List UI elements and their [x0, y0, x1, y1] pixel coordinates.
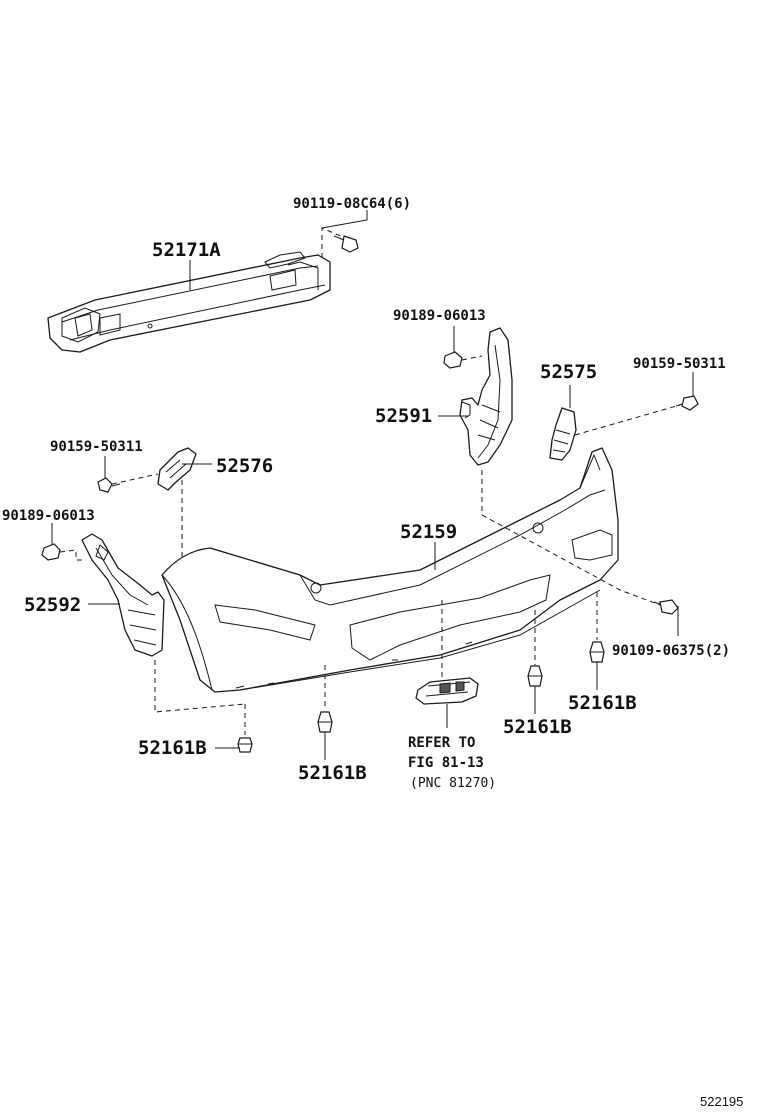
label-retainer-right: 52575 — [540, 361, 597, 383]
reference-line-3: (PNC 81270) — [410, 776, 496, 791]
clip-d-icon[interactable] — [589, 641, 605, 690]
label-clip-b: 52161B — [298, 762, 367, 784]
bumper-reinforcement[interactable] — [47, 251, 331, 353]
label-reinforcement: 52171A — [152, 239, 221, 261]
label-bolt-reinforcement: 90119-08C64(6) — [293, 196, 411, 212]
label-clip-c: 52161B — [503, 716, 572, 738]
label-nut-left: 90189-06013 — [2, 508, 95, 524]
clip-a-icon[interactable] — [237, 737, 253, 753]
label-clip-d: 52161B — [568, 692, 637, 714]
reference-line-1: REFER TO — [408, 735, 475, 751]
label-bumper-cover: 52159 — [400, 521, 457, 543]
label-screw-right: 90159-50311 — [633, 356, 726, 372]
label-clip-a: 52161B — [138, 737, 207, 759]
figure-id: 522195 — [700, 1094, 743, 1109]
label-retainer-left: 52576 — [216, 455, 273, 477]
screw-left-icon[interactable] — [97, 473, 159, 493]
clip-c-icon[interactable] — [527, 665, 543, 714]
reference-line-2: FIG 81-13 — [408, 755, 484, 771]
nut-right-icon[interactable] — [443, 351, 483, 369]
retainer-right[interactable] — [549, 404, 681, 461]
bracket-left[interactable] — [81, 533, 165, 657]
label-nut-right: 90189-06013 — [393, 308, 486, 324]
screw-right-icon[interactable] — [675, 395, 699, 411]
license-lamp[interactable] — [415, 677, 479, 728]
bolt-reinforcement-icon[interactable] — [321, 227, 359, 258]
retainer-left[interactable] — [157, 447, 197, 491]
label-screw-left: 90159-50311 — [50, 439, 143, 455]
nut-left-icon[interactable] — [41, 543, 86, 561]
label-bracket-left: 52592 — [24, 594, 81, 616]
clip-b-icon[interactable] — [317, 711, 333, 760]
label-bolt-side: 90109-06375(2) — [612, 643, 730, 659]
bolt-side-icon[interactable] — [653, 599, 679, 615]
label-bracket-right: 52591 — [375, 405, 432, 427]
bumper-cover[interactable] — [161, 447, 619, 693]
bracket-right[interactable] — [459, 327, 513, 466]
